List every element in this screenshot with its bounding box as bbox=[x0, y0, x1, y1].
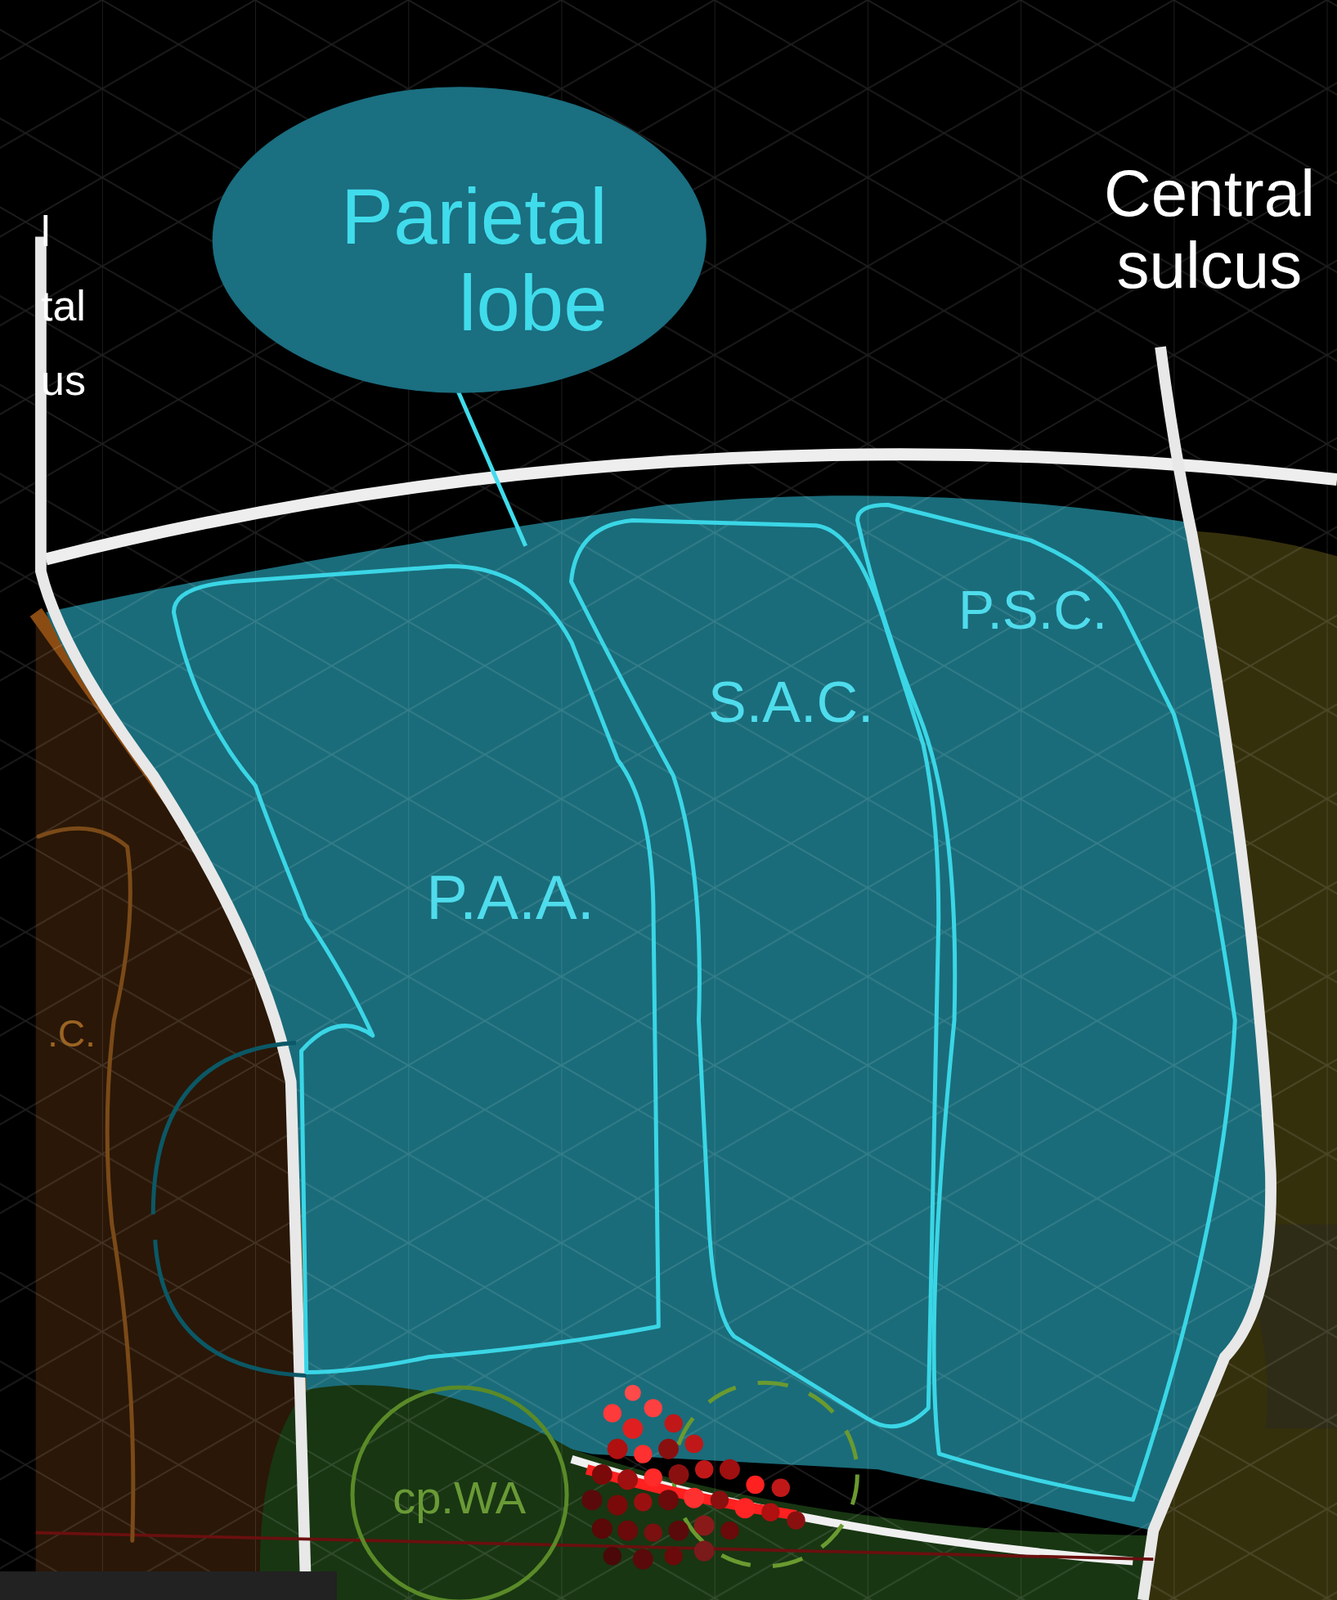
outline-shape bbox=[352, 1387, 567, 1600]
cut-label: l tal us bbox=[40, 194, 86, 418]
node-label: cp.WA bbox=[372, 1472, 547, 1524]
sulcus-label: Central sulcus bbox=[1066, 157, 1337, 302]
node-outline bbox=[163, 556, 669, 1383]
dashed-area bbox=[673, 1382, 858, 1567]
red-line bbox=[35, 1533, 1154, 1560]
title-ellipse: Parietal lobe bbox=[209, 81, 710, 399]
lesion-dots bbox=[581, 1385, 805, 1571]
arc-outline bbox=[152, 1043, 306, 1377]
outline-shape bbox=[173, 566, 659, 1373]
outline-area: .C. bbox=[30, 811, 143, 1547]
node-label: P.S.C. bbox=[930, 580, 1136, 641]
node-label: Parietal lobe bbox=[311, 174, 608, 347]
text-holder: P.S.C. bbox=[930, 580, 1136, 641]
node-outline bbox=[30, 811, 143, 1547]
node-label: .C. bbox=[30, 1013, 113, 1055]
node-label: S.A.C. bbox=[668, 670, 914, 734]
text-holder: P.A.A. bbox=[336, 864, 684, 934]
outline-shape bbox=[856, 505, 1235, 1501]
outline-shape bbox=[212, 86, 707, 393]
text-holder: S.A.C. bbox=[668, 670, 914, 734]
outline-shape bbox=[571, 520, 939, 1427]
outline-shape bbox=[38, 828, 134, 1541]
caption-strip bbox=[0, 1571, 337, 1600]
text-holder: .C. bbox=[30, 1013, 113, 1055]
cortex-area: S.A.C. bbox=[560, 510, 949, 1450]
node-outline bbox=[847, 494, 1246, 1511]
sulcus-line bbox=[40, 237, 307, 1600]
node-outline bbox=[560, 510, 949, 1450]
text-holder: cp.WA bbox=[372, 1472, 547, 1524]
area-circle: cp.WA bbox=[352, 1387, 567, 1600]
node-label: P.A.A. bbox=[336, 864, 684, 934]
skull-line bbox=[45, 454, 1337, 560]
cortex-area: P.S.C. bbox=[847, 494, 1246, 1511]
cortex-area: P.A.A. bbox=[163, 556, 669, 1383]
text-holder: Parietal lobe bbox=[311, 174, 608, 347]
